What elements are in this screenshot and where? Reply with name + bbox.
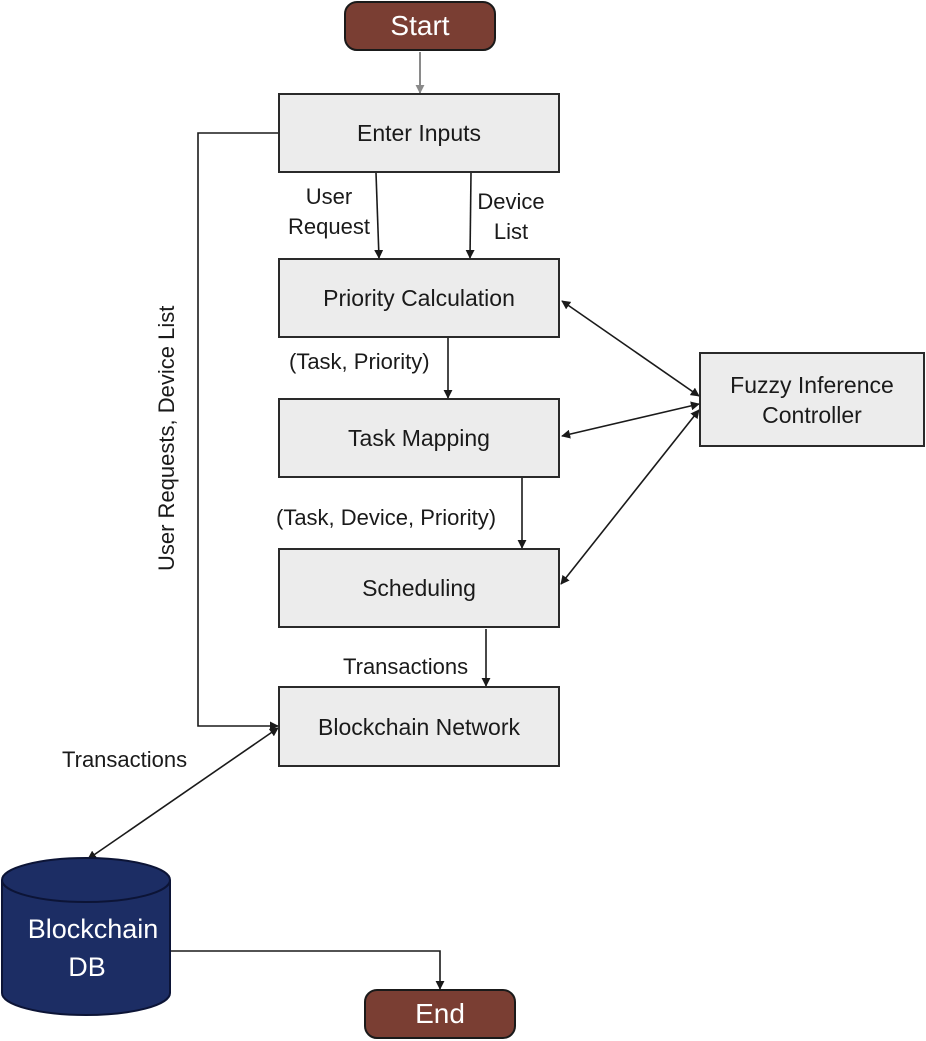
fuzzy-controller-line2: Controller <box>762 401 862 428</box>
label-task-priority: (Task, Priority) <box>289 349 430 374</box>
label-task-device-priority: (Task, Device, Priority) <box>276 505 497 530</box>
fuzzy-controller-line1: Fuzzy Inference <box>730 371 894 398</box>
label-transactions-scheduling: Transactions <box>343 654 469 679</box>
blockchain-db-line1: Blockchain <box>27 914 159 944</box>
arrow-db-to-end <box>170 950 445 990</box>
arrow-device-list <box>465 172 475 259</box>
arrow-fuzzy-task-mapping <box>561 401 700 439</box>
label-device-list-line1: Device <box>477 189 545 214</box>
arrow-user-request <box>374 172 384 259</box>
start-terminal: Start <box>344 1 496 51</box>
label-transactions-db: Transactions <box>62 747 188 772</box>
enter-inputs-box: Enter Inputs <box>278 93 560 173</box>
fuzzy-inference-controller-box: Fuzzy Inference Controller <box>699 352 925 447</box>
task-mapping-box: Task Mapping <box>278 398 560 478</box>
arrow-fuzzy-scheduling <box>560 409 700 585</box>
label-device-list-line2: List <box>493 219 529 244</box>
label-user-request-line2: Request <box>288 214 370 239</box>
label-user-requests-device-list: User Requests, Device List <box>154 305 179 571</box>
label-user-request-line1: User <box>305 184 353 209</box>
arrow-enter-inputs-to-blockchain-network <box>197 132 279 731</box>
blockchain-db-line2: DB <box>68 952 106 982</box>
label-user-request: User Request <box>280 182 378 242</box>
scheduling-box: Scheduling <box>278 548 560 628</box>
priority-calculation-box: Priority Calculation <box>278 258 560 338</box>
arrow-fuzzy-priority <box>561 300 700 397</box>
arrow-network-db-transactions <box>87 727 279 860</box>
end-terminal: End <box>364 989 516 1039</box>
blockchain-db-label: Blockchain DB <box>8 910 178 986</box>
blockchain-network-box: Blockchain Network <box>278 686 560 767</box>
label-device-list: Device List <box>468 187 554 247</box>
blockchain-db-cylinder <box>1 857 171 1016</box>
